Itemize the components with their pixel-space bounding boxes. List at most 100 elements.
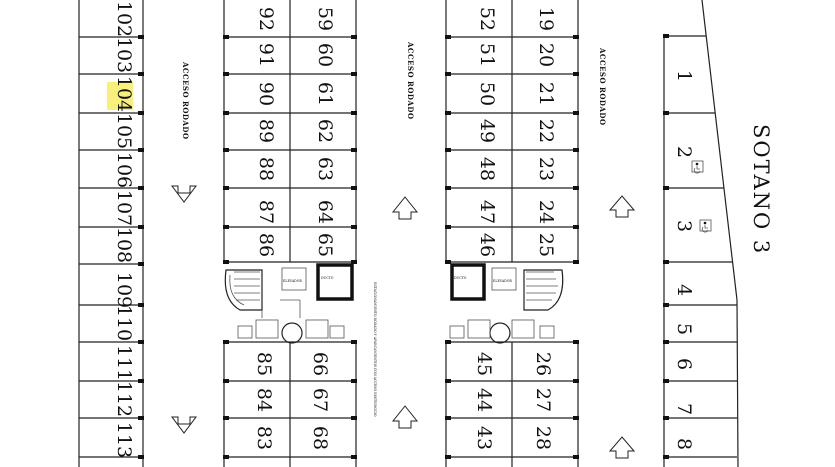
column-mark [138,72,144,76]
column-mark [573,72,579,76]
spot-3: 3 [673,220,695,232]
spot-108: 108 [113,227,135,263]
column-mark [351,379,357,383]
column-mark [223,340,229,344]
spot-5: 5 [673,323,695,335]
spot-59: 59 [314,7,336,31]
access-label-right: ACCESO RODADO [598,47,607,126]
svg-text:DUCTO: DUCTO [321,276,334,280]
column-mark [351,416,357,420]
column-mark [138,303,144,307]
column-mark [223,111,229,115]
column-mark [445,111,451,115]
column-mark [138,111,144,115]
aisle-arrow-up-top [391,196,419,220]
spot-85: 85 [253,352,275,376]
column-mark [223,455,229,459]
spot-52: 52 [476,7,498,31]
spot-112: 112 [113,381,135,417]
spot-104: 104 [113,76,135,112]
spot-20: 20 [535,43,557,67]
spot-105: 105 [113,113,135,149]
spot-68: 68 [309,426,331,450]
column-mark [663,186,669,190]
spot-83: 83 [253,426,275,450]
spot-60: 60 [314,43,336,67]
spot-8: 8 [673,438,695,450]
column-mark [573,416,579,420]
column-mark [445,186,451,190]
stair-core-left: ELEVADOR DUCTO [224,263,354,344]
spot-21: 21 [535,82,557,106]
column-mark [663,455,669,459]
spot-102: 102 [113,1,135,37]
column-mark [663,111,669,115]
column-mark [573,260,579,264]
aisle-arrow-up-bottom [391,405,419,429]
column-mark [445,455,451,459]
column-mark [138,340,144,344]
access-label-center: ACCESO RODADO [406,41,415,120]
column-mark [351,72,357,76]
spot-22: 22 [535,119,557,143]
spot-65: 65 [314,233,336,257]
spot-113: 113 [113,422,135,458]
spot-24: 24 [535,200,557,224]
spot-110: 110 [113,305,135,341]
spot-86: 86 [255,233,277,257]
column-mark [445,416,451,420]
column-mark [573,148,579,152]
spot-47: 47 [476,200,498,224]
column-mark [445,260,451,264]
spot-26: 26 [532,352,554,376]
center-note: ESTACIONAMIENTO RODADO Y APARCAMIENTOS C… [373,282,377,417]
spot-46: 46 [476,233,498,257]
column-mark [223,186,229,190]
spot-2: 2 [673,146,695,158]
column-mark [445,35,451,39]
column-mark [351,260,357,264]
column-mark [663,379,669,383]
spot-27: 27 [532,388,554,412]
spot-4: 4 [673,284,695,296]
sotano-label: SOTANO 3 [749,124,773,255]
column-mark [573,455,579,459]
spot-19: 19 [535,7,557,31]
column-mark [223,225,229,229]
spot-92: 92 [255,7,277,31]
spot-43: 43 [473,426,495,450]
spot-111: 111 [113,345,135,381]
spot-63: 63 [314,157,336,181]
column-mark [663,260,669,264]
column-mark [138,262,144,266]
column-mark [445,148,451,152]
column-mark [138,186,144,190]
accessible-icon-spot-3 [699,219,712,233]
spot-66: 66 [309,352,331,376]
column-mark [223,148,229,152]
column-mark [573,186,579,190]
spot-107: 107 [113,190,135,226]
aisle-arrow-up-right-top [608,195,636,218]
column-mark [351,225,357,229]
column-mark [663,303,669,307]
spot-23: 23 [535,157,557,181]
spot-91: 91 [255,43,277,67]
column-mark [223,379,229,383]
spot-89: 89 [255,119,277,143]
column-mark [138,225,144,229]
spot-6: 6 [673,358,695,370]
aisle-arrow-down-top [171,185,197,203]
stair-core-right: ELEVADOR DUCTO [449,263,564,344]
spot-50: 50 [476,82,498,106]
spot-87: 87 [255,200,277,224]
spot-28: 28 [532,426,554,450]
column-mark [223,416,229,420]
column-mark [445,225,451,229]
spot-90: 90 [255,82,277,106]
column-mark [223,72,229,76]
